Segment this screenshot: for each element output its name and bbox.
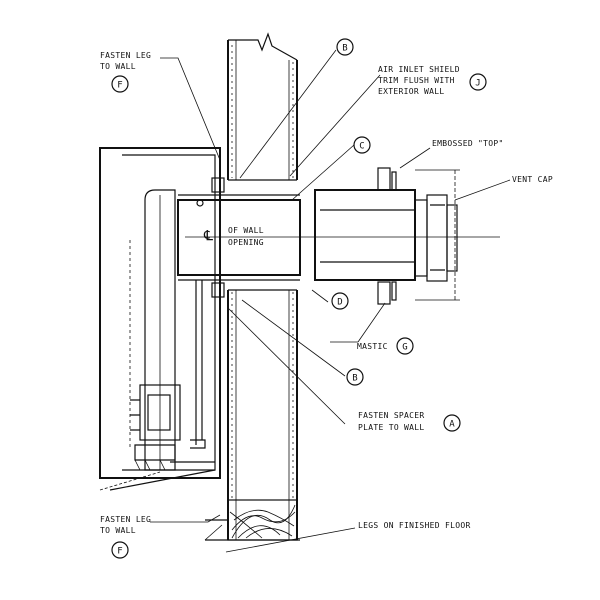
callout-mastic: MASTIC G — [357, 337, 414, 355]
fasten-leg-bottom-line2: TO WALL — [100, 526, 136, 535]
callout-c: C — [353, 136, 371, 154]
letter-d: D — [337, 298, 342, 308]
callout-b-bottom: B — [346, 368, 364, 386]
air-inlet-line2: TRIM FLUSH WITH — [378, 76, 455, 85]
letter-b-bottom: B — [352, 374, 357, 384]
vent-assembly — [314, 167, 460, 305]
mastic-label: MASTIC — [357, 342, 388, 351]
callout-circle — [111, 75, 129, 93]
fasten-spacer-line1: FASTEN SPACER — [358, 411, 425, 420]
letter-f-top: F — [117, 81, 122, 91]
callout-circle — [336, 38, 354, 56]
embossed-top-label: EMBOSSED "TOP" — [432, 139, 504, 148]
wall-opening-line2: OPENING — [228, 238, 264, 247]
legs-floor-label: LEGS ON FINISHED FLOOR — [358, 521, 471, 530]
callout-circle — [396, 337, 414, 355]
centerline-symbol: ℄ — [203, 228, 213, 244]
callout-d: D — [331, 292, 349, 310]
letter-j: J — [475, 79, 480, 89]
fasten-leg-top-line1: FASTEN LEG — [100, 51, 151, 60]
letter-b-top: B — [342, 44, 347, 54]
callout-fasten-leg-bottom: FASTEN LEG TO WALL F — [100, 515, 151, 559]
leader-lines — [150, 49, 511, 553]
letter-c: C — [359, 142, 364, 152]
callout-circle — [469, 73, 487, 91]
callout-circle — [353, 136, 371, 154]
callout-fasten-leg-top: FASTEN LEG TO WALL F — [100, 51, 151, 93]
fasten-spacer-line2: PLATE TO WALL — [358, 423, 425, 432]
heater-cabinet — [99, 147, 221, 491]
callout-air-inlet: AIR INLET SHIELD TRIM FLUSH WITH EXTERIO… — [378, 65, 487, 96]
wall-opening-line1: OF WALL — [228, 226, 264, 235]
wall-section — [204, 32, 300, 541]
air-inlet-line1: AIR INLET SHIELD — [378, 65, 460, 74]
callout-circle — [111, 541, 129, 559]
callout-circle — [331, 292, 349, 310]
fasten-leg-top-line2: TO WALL — [100, 62, 136, 71]
callout-circle — [346, 368, 364, 386]
wall-opening-centerline-label: ℄ OF WALL OPENING — [203, 226, 264, 247]
callout-fasten-spacer: FASTEN SPACER PLATE TO WALL A — [358, 411, 461, 432]
air-inlet-line3: EXTERIOR WALL — [378, 87, 445, 96]
letter-a: A — [449, 420, 455, 430]
callout-b-top: B — [336, 38, 354, 56]
vent-cap-label: VENT CAP — [512, 175, 553, 184]
letter-f-bottom: F — [117, 547, 122, 557]
letter-g: G — [402, 343, 407, 353]
fasten-leg-bottom-line1: FASTEN LEG — [100, 515, 151, 524]
callout-circle — [443, 414, 461, 432]
